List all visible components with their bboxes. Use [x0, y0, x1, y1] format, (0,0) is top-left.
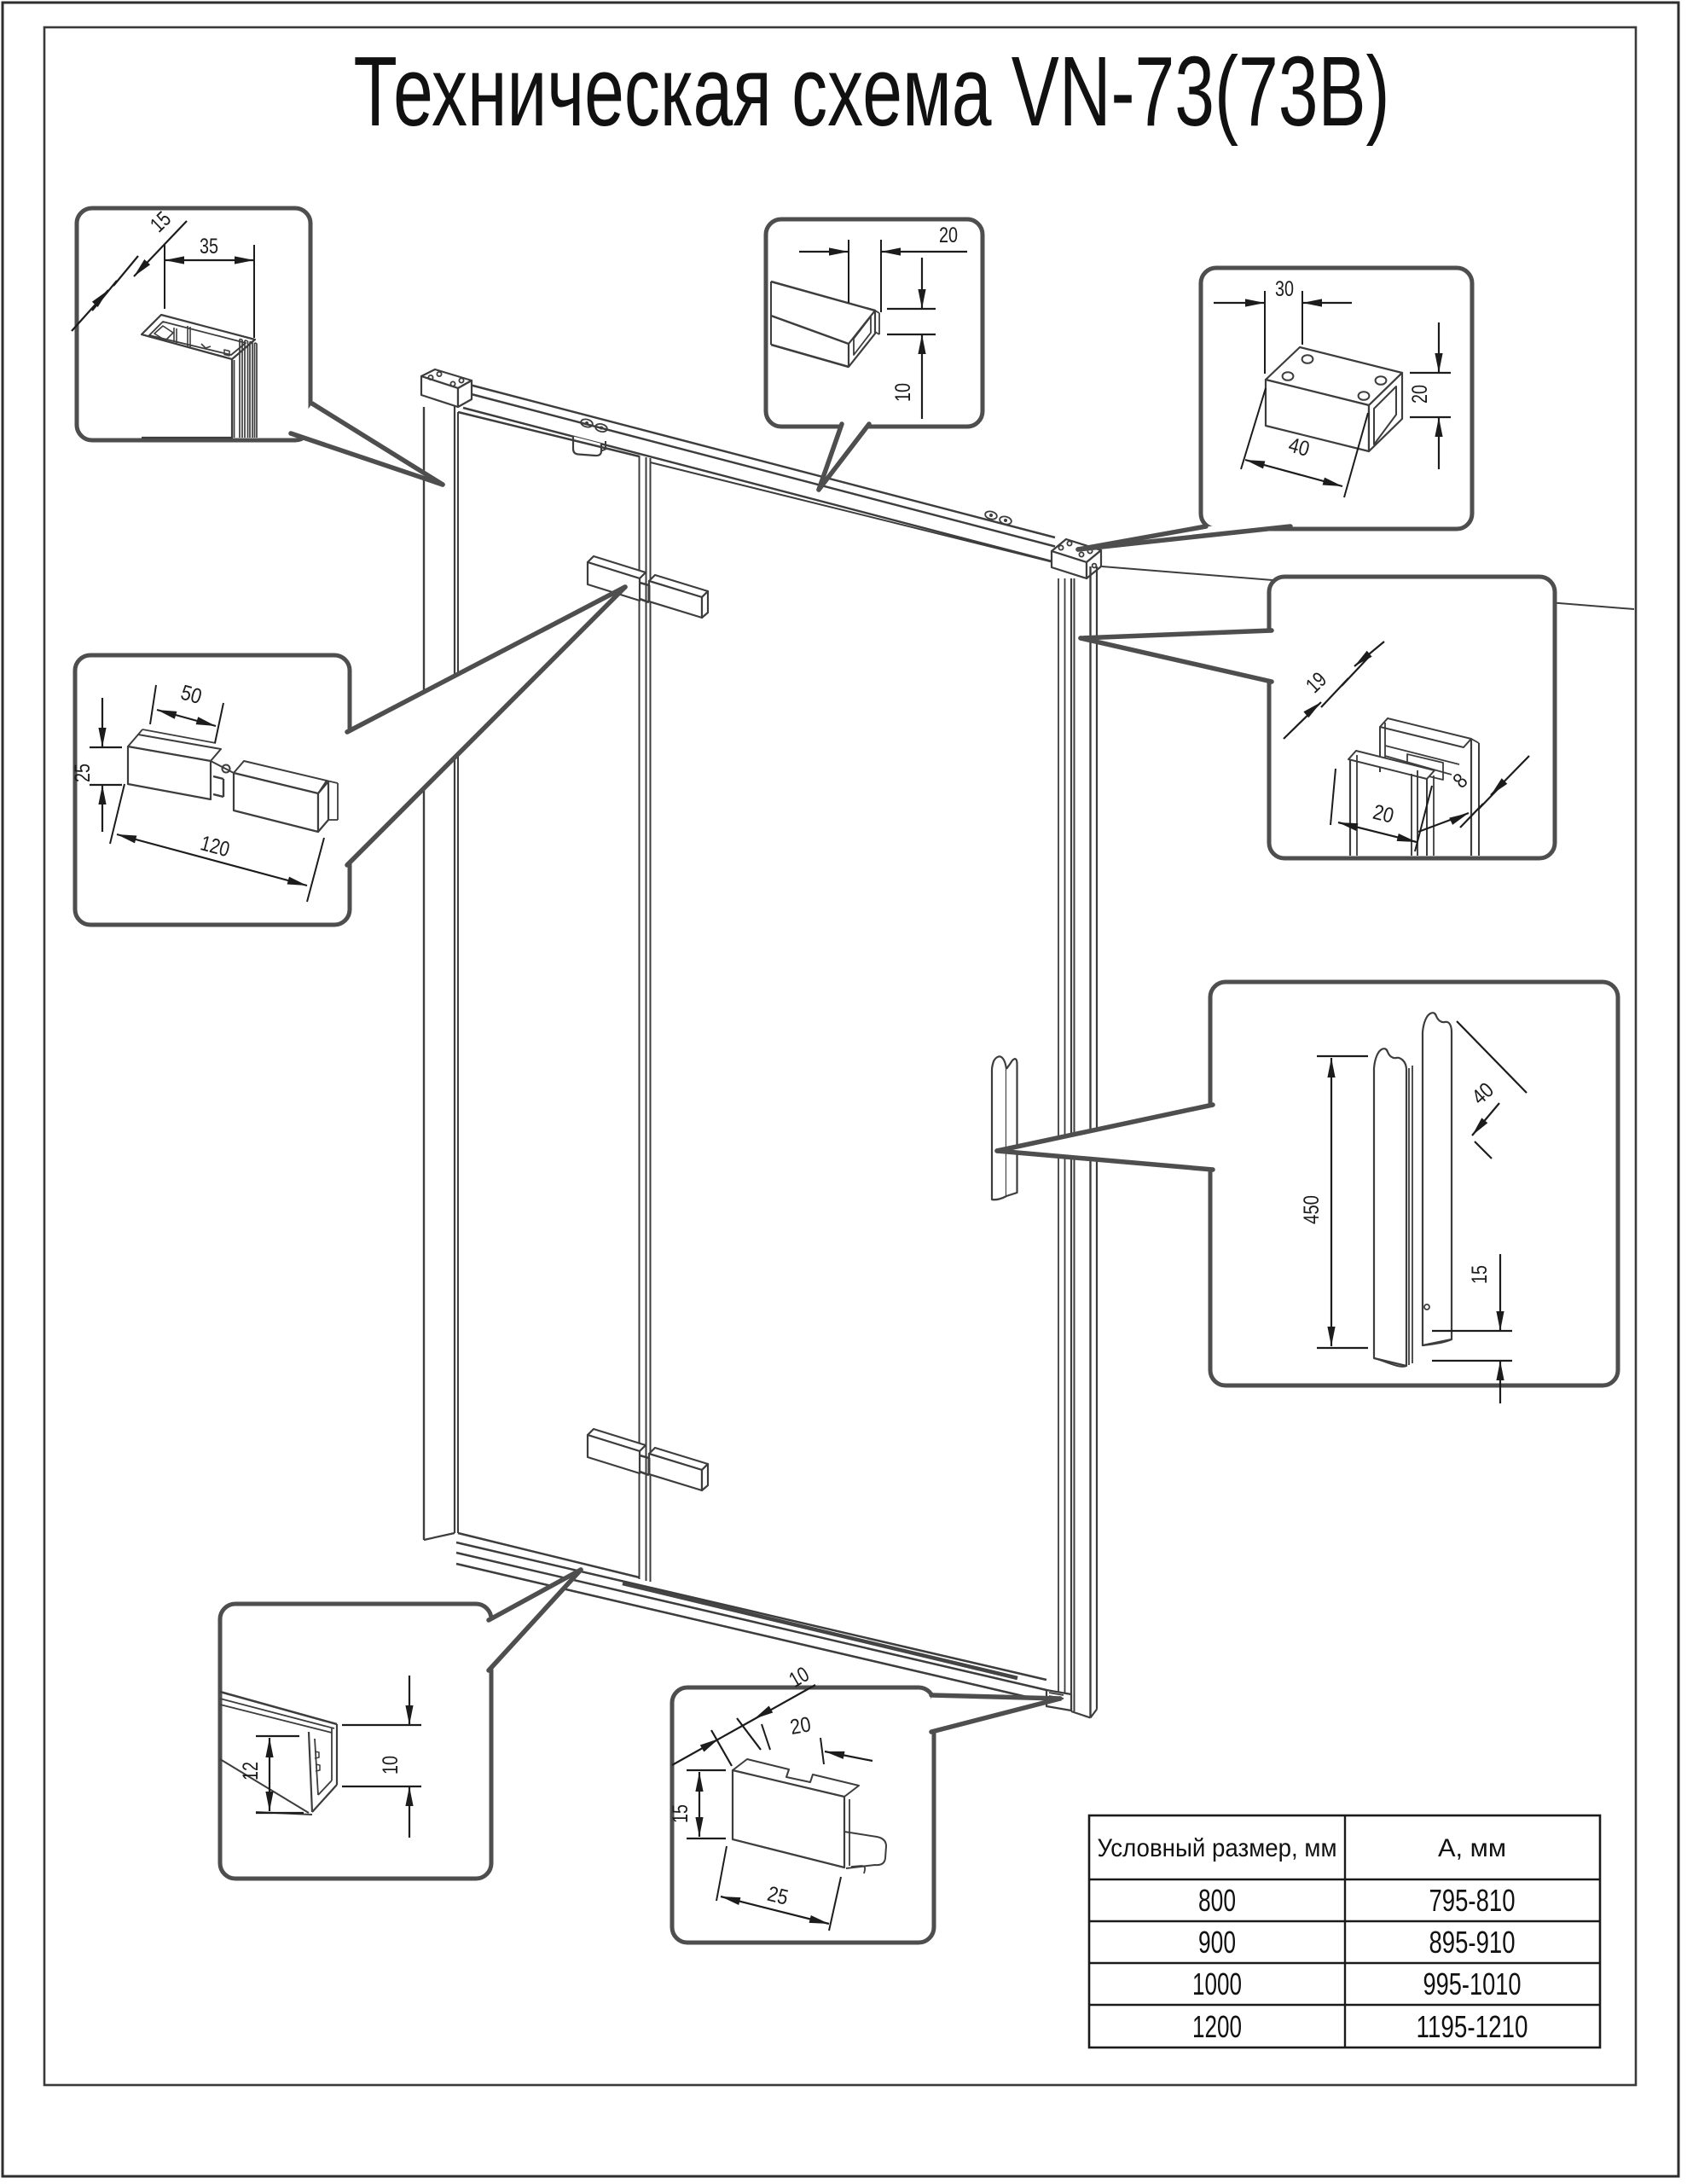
svg-text:10: 10 — [891, 383, 915, 402]
svg-text:30: 30 — [1275, 277, 1294, 301]
svg-text:Техническая схема VN-73(73В): Техническая схема VN-73(73В) — [354, 36, 1390, 147]
svg-text:15: 15 — [1468, 1265, 1492, 1284]
svg-text:20: 20 — [939, 224, 958, 247]
svg-text:795-810: 795-810 — [1429, 1883, 1516, 1918]
svg-text:12: 12 — [239, 1762, 263, 1780]
svg-text:895-910: 895-910 — [1429, 1925, 1516, 1960]
svg-text:Условный размер, мм: Условный размер, мм — [1098, 1834, 1337, 1862]
svg-text:1195-1210: 1195-1210 — [1417, 2009, 1528, 2044]
svg-text:А, мм: А, мм — [1438, 1834, 1506, 1862]
svg-text:20: 20 — [1408, 385, 1432, 404]
svg-text:995-1010: 995-1010 — [1423, 1966, 1522, 2001]
svg-text:450: 450 — [1300, 1195, 1324, 1224]
svg-text:1200: 1200 — [1192, 2009, 1242, 2044]
svg-text:20: 20 — [788, 1712, 812, 1740]
svg-text:35: 35 — [200, 235, 218, 258]
svg-text:15: 15 — [669, 1804, 693, 1823]
svg-text:10: 10 — [379, 1756, 403, 1774]
svg-text:900: 900 — [1198, 1925, 1236, 1960]
svg-text:800: 800 — [1198, 1883, 1236, 1918]
svg-text:25: 25 — [71, 764, 95, 782]
svg-text:1000: 1000 — [1192, 1966, 1242, 2001]
